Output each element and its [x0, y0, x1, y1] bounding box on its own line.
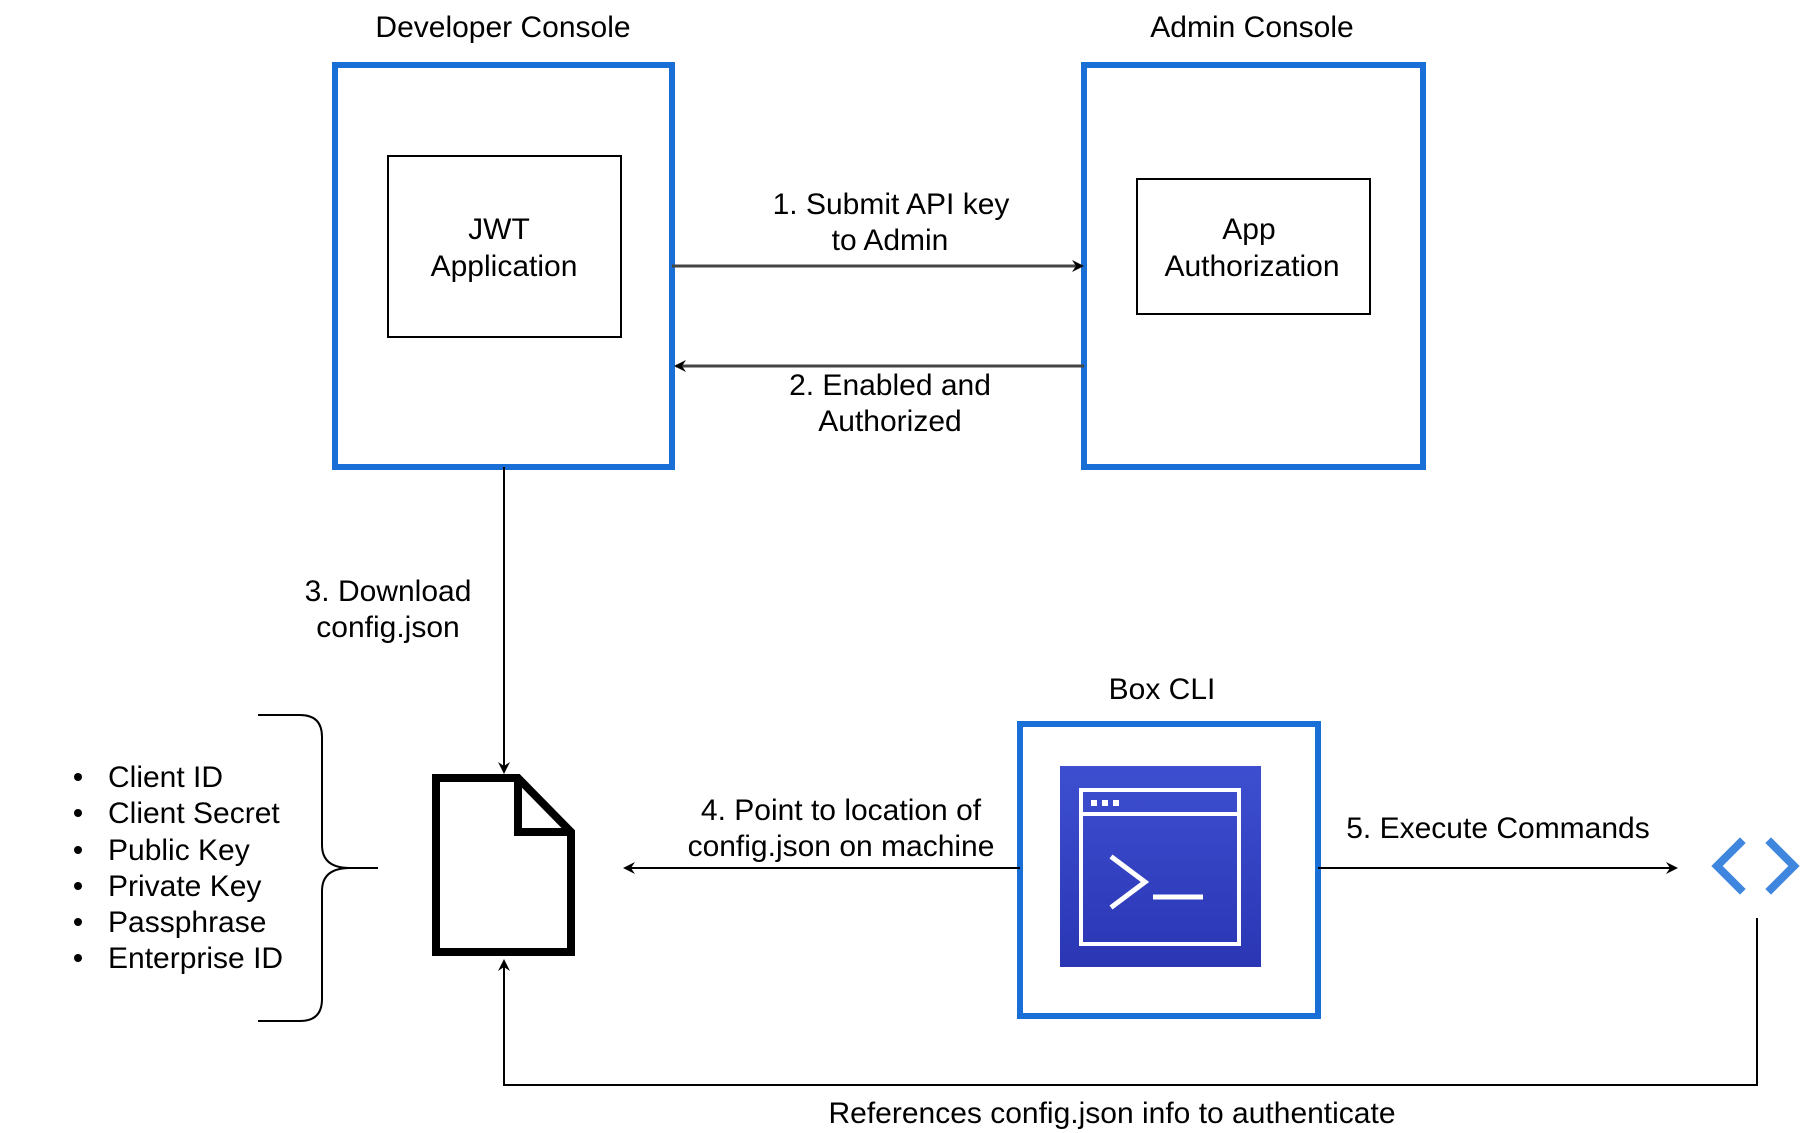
bullet [74, 882, 82, 890]
reference-arrow [498, 918, 1758, 1086]
app-authorization-line1: App [1222, 213, 1275, 246]
admin-console-title: Admin Console [1150, 11, 1353, 44]
step1-label-line2: to Admin [832, 224, 949, 257]
box-cli: Box CLI [1017, 673, 1321, 1019]
list-item: Enterprise ID [108, 942, 283, 975]
box-cli-title: Box CLI [1109, 673, 1216, 706]
jwt-application-box [387, 155, 622, 338]
jwt-application-line1: JWT [468, 213, 530, 246]
list-item: Public Key [108, 834, 250, 867]
bullet [74, 954, 82, 962]
file-icon [432, 774, 575, 956]
step2-label-line1: 2. Enabled and [789, 369, 991, 402]
curly-brace [258, 714, 378, 1022]
list-item: Client ID [108, 761, 223, 794]
admin-console: Admin Console App Authorization [1081, 11, 1426, 470]
step3-label-line1: 3. Download [305, 575, 472, 608]
app-authorization-line2: Authorization [1164, 250, 1339, 283]
jwt-application-line2: Application [431, 250, 578, 283]
step4-label-line2: config.json on machine [688, 830, 995, 863]
code-icon [1711, 837, 1800, 895]
bullet [74, 918, 82, 926]
step4-label-line1: 4. Point to location of [701, 794, 982, 827]
step4-connector: 4. Point to location of config.json on m… [623, 794, 1020, 874]
list-item: Client Secret [108, 797, 280, 830]
step3-label-line2: config.json [316, 611, 459, 644]
list-item: Private Key [108, 870, 261, 903]
developer-console-title: Developer Console [375, 11, 630, 44]
developer-console: Developer Console JWT Application [332, 11, 675, 470]
step1-connector: 1. Submit API key to Admin [672, 188, 1084, 272]
bullet [74, 773, 82, 781]
step2-label-line2: Authorized [818, 405, 961, 438]
step5-label: 5. Execute Commands [1346, 812, 1649, 845]
app-authorization-box [1136, 178, 1371, 315]
admin-console-frame [1081, 62, 1426, 470]
reference-label: References config.json info to authentic… [828, 1097, 1395, 1130]
list-item: Passphrase [108, 906, 266, 939]
step5-connector: 5. Execute Commands [1318, 812, 1678, 874]
config-items-list: Client ID Client Secret Public Key Priva… [74, 761, 283, 975]
terminal-icon [1060, 766, 1261, 967]
reference-connector: References config.json info to authentic… [498, 918, 1758, 1130]
box-cli-frame [1017, 721, 1321, 1019]
step1-label-line1: 1. Submit API key [773, 188, 1010, 221]
step3-connector: 3. Download config.json [305, 467, 510, 774]
bullet [74, 809, 82, 817]
step2-connector: 2. Enabled and Authorized [674, 360, 1084, 438]
bullet [74, 846, 82, 854]
